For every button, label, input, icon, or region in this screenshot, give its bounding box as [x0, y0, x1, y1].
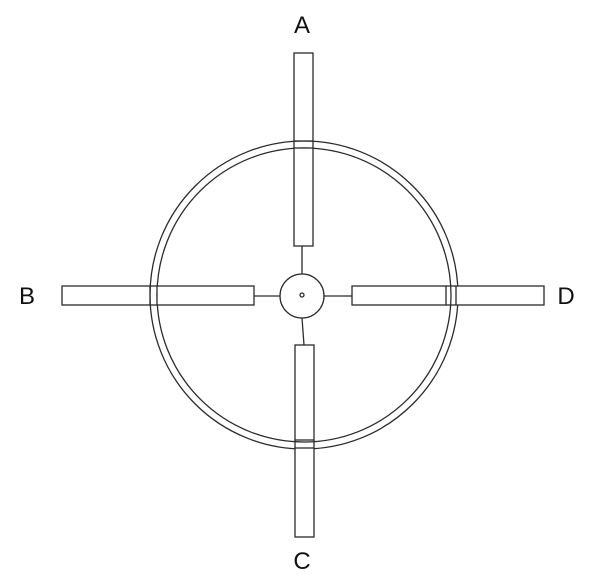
bar-top-outer	[293, 52, 314, 142]
label-left: B	[19, 283, 35, 310]
bar-top-inner	[293, 147, 314, 247]
bar-right-inner	[351, 285, 447, 306]
label-right: D	[557, 283, 574, 310]
bar-bottom-inner	[294, 344, 315, 441]
bar-left-outer	[61, 285, 151, 306]
label-top: A	[294, 12, 310, 39]
center-hub	[279, 273, 325, 319]
connector-bottom	[301, 317, 305, 346]
bar-right-outer	[455, 285, 545, 306]
label-bottom: C	[293, 548, 310, 575]
bar-bottom-outer	[294, 447, 315, 538]
bar-left-inner	[156, 285, 255, 306]
center-dot	[299, 292, 305, 298]
